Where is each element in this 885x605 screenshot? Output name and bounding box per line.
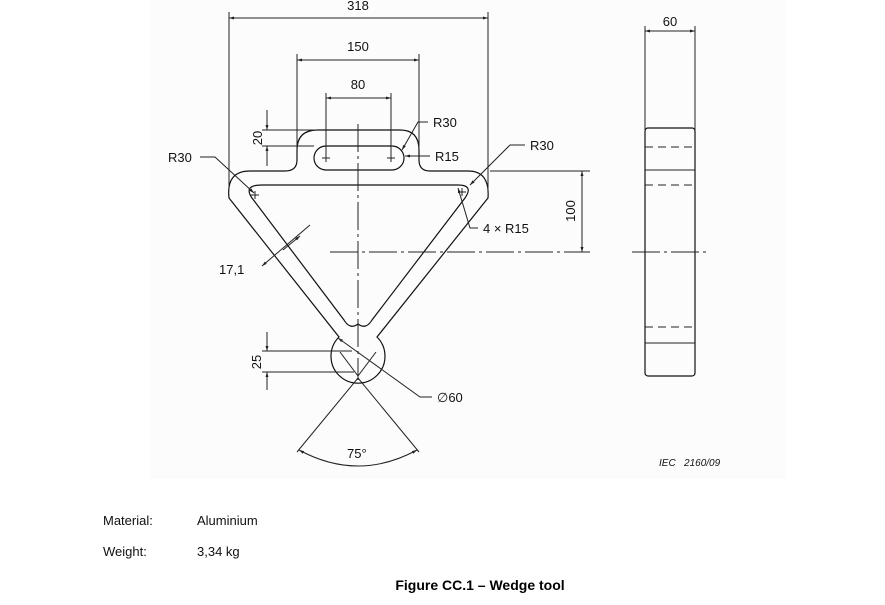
label-r30-left: R30	[168, 150, 192, 165]
weight-label: Weight:	[103, 544, 147, 559]
figure-background	[150, 0, 786, 479]
dim-diameter-60: ∅60	[437, 390, 463, 405]
dimensions: 318 150 80 20 R30 R30 R15 R30 4 × R15 10…	[168, 0, 590, 467]
weight-value: 3,34 kg	[197, 544, 240, 559]
dim-318: 318	[347, 0, 369, 13]
figure-caption: Figure CC.1 – Wedge tool	[395, 577, 565, 593]
dim-80: 80	[351, 77, 365, 92]
dim-60-side: 60	[663, 14, 677, 29]
dim-25: 25	[249, 355, 264, 369]
label-4xr15: 4 × R15	[483, 221, 529, 236]
outer-contour	[228, 129, 489, 384]
dim-150: 150	[347, 39, 369, 54]
wedge-tool-drawing: 318 150 80 20 R30 R30 R15 R30 4 × R15 10…	[150, 0, 786, 479]
label-r15: R15	[435, 149, 459, 164]
dim-angle-75: 75°	[347, 446, 367, 461]
material-value: Aluminium	[197, 513, 258, 528]
label-r30-handle: R30	[433, 115, 457, 130]
side-view: 60	[632, 14, 706, 377]
material-label: Material:	[103, 513, 153, 528]
dim-17-1: 17,1	[219, 262, 244, 277]
handle-slot	[313, 145, 405, 171]
dim-100: 100	[563, 200, 578, 222]
iec-reference: IEC 2160/09	[659, 458, 721, 469]
dim-20: 20	[250, 131, 265, 145]
label-r30-right: R30	[530, 138, 554, 153]
